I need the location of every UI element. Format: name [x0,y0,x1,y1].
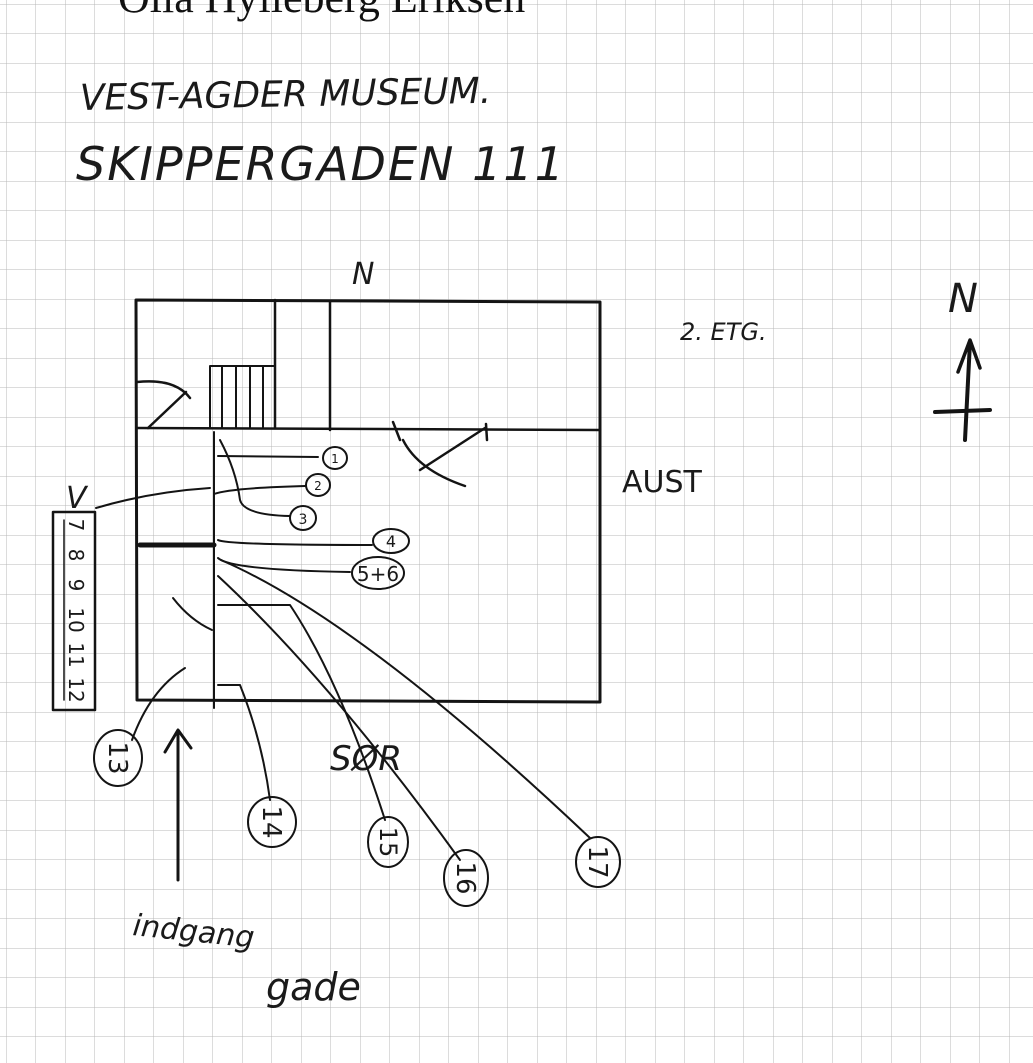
marker-label: 17 [582,845,612,878]
marker: 2 [305,473,331,497]
marker-label: 1 [331,452,339,466]
author-caption: Olia Hylleberg Eriksen [118,0,525,22]
entrance-arrow-icon [163,728,193,882]
marker: 16 [443,849,489,907]
marker: 14 [247,796,297,848]
marker-label: 14 [256,805,286,838]
west-label: V [66,481,89,516]
marker-label: 4 [386,532,396,551]
marker: 5+6 [351,556,405,590]
wall-strip-label: 9 [64,579,88,592]
north-label: N [352,257,374,292]
marker: 4 [372,528,410,554]
street-address: SKIPPERGADEN 111 [76,137,566,191]
marker: 17 [575,836,621,888]
leader-lines [95,439,591,861]
marker-label: 13 [102,741,132,774]
wall-strip: 7 8 9 10 11 12 [51,510,97,712]
floor-label: 2. ETG. [680,318,767,346]
marker-label: 15 [374,827,402,858]
museum-name: VEST-AGDER MUSEUM. [79,71,491,119]
marker-label: 2 [314,479,322,493]
marker: 3 [289,505,317,531]
building-outline [134,298,602,709]
marker-label: 16 [450,861,480,894]
wall-strip-label: 12 [64,677,88,702]
wall-strip-label: 10 [64,607,88,632]
street-label: gade [266,965,361,1009]
wall-strip-label: 7 [64,519,88,532]
marker-label: 3 [299,512,308,528]
north-arrow-label: N [948,276,978,322]
marker: 1 [322,446,348,470]
marker-label: 5+6 [357,562,399,586]
marker: 15 [367,816,409,868]
marker: 13 [93,729,143,787]
east-label: AUST [622,465,703,500]
wall-strip-label: 8 [64,549,88,562]
wall-strip-label: 11 [64,642,88,667]
south-label: SØR [330,739,402,779]
north-arrow-icon [933,338,992,442]
